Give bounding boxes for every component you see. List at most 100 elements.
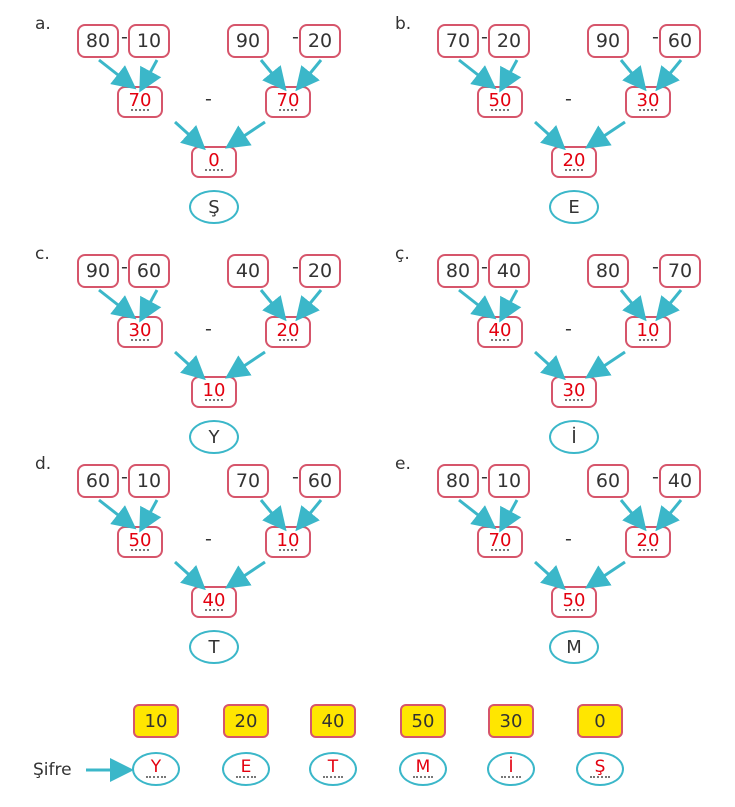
number-value: 60 [667, 30, 693, 52]
number-box: 20 [299, 24, 341, 58]
minus-sign: - [652, 26, 659, 48]
code-letter-oval[interactable]: İ [487, 752, 535, 786]
number-box: 40 [488, 254, 530, 288]
number-box: 70 [659, 254, 701, 288]
minus-sign: - [121, 466, 128, 488]
arrow-icon [139, 289, 162, 323]
answer-box[interactable]: 50 [117, 526, 163, 558]
key-number-box: 40 [310, 704, 356, 738]
number-value: 90 [235, 30, 261, 52]
key-number: 10 [144, 710, 168, 732]
arrow-icon [499, 499, 522, 533]
answer-dots [491, 339, 509, 341]
result-box[interactable]: 10 [191, 376, 237, 408]
result-box[interactable]: 40 [191, 586, 237, 618]
arrow-icon [585, 120, 626, 149]
arrows [98, 58, 323, 151]
result-dots [205, 609, 223, 611]
arrow-icon [585, 350, 626, 379]
arrow-icon [259, 289, 287, 322]
minus-sign: - [565, 318, 572, 340]
arrow-icon [655, 59, 683, 92]
number-box: 70 [227, 464, 269, 498]
result-box[interactable]: 0 [191, 146, 237, 178]
result-value: 30 [562, 380, 586, 401]
answer-dots [279, 109, 297, 111]
result-value: 0 [208, 150, 220, 171]
answer-value: 50 [128, 530, 152, 551]
code-letter-oval[interactable]: Y [132, 752, 180, 786]
answer-box[interactable]: 10 [265, 526, 311, 558]
arrow-icon [458, 58, 497, 90]
arrow-icon [295, 499, 323, 532]
minus-sign: - [292, 466, 299, 488]
arrow-icon [619, 499, 647, 532]
number-value: 80 [595, 260, 621, 282]
arrow-icon [225, 120, 266, 149]
result-dots [565, 169, 583, 171]
minus-sign: - [565, 88, 572, 110]
result-dots [565, 399, 583, 401]
answer-box[interactable]: 30 [625, 86, 671, 118]
arrow-icon [98, 498, 137, 530]
answer-dots [639, 109, 657, 111]
arrows [458, 498, 683, 591]
number-box: 90 [227, 24, 269, 58]
arrows [458, 288, 683, 381]
answer-value: 10 [636, 320, 660, 341]
arrow-icon [139, 59, 162, 93]
answer-box[interactable]: 10 [625, 316, 671, 348]
arrow-icon [655, 289, 683, 322]
result-box[interactable]: 50 [551, 586, 597, 618]
number-box: 80 [437, 254, 479, 288]
number-box: 80 [437, 464, 479, 498]
number-value: 20 [496, 30, 522, 52]
puzzle-label: c. [35, 244, 50, 264]
key-number: 0 [594, 710, 606, 732]
letter-value: M [566, 636, 582, 658]
answer-dots [131, 339, 149, 341]
answer-box[interactable]: 20 [625, 526, 671, 558]
answer-value: 70 [488, 530, 512, 551]
answer-dots [639, 549, 657, 551]
result-dots [205, 169, 223, 171]
letter-oval: T [189, 630, 239, 664]
answer-value: 50 [488, 90, 512, 111]
code-letter-oval[interactable]: T [309, 752, 357, 786]
puzzle-label: a. [35, 14, 51, 34]
minus-sign: - [481, 466, 488, 488]
answer-box[interactable]: 70 [265, 86, 311, 118]
arrow-icon [499, 59, 522, 93]
arrow-icon [259, 59, 287, 92]
number-value: 80 [445, 470, 471, 492]
code-letter-oval[interactable]: Ş [576, 752, 624, 786]
letter-oval: E [549, 190, 599, 224]
result-value: 10 [202, 380, 226, 401]
arrow-icon [499, 289, 522, 323]
answer-dots [279, 549, 297, 551]
code-letter: T [327, 757, 339, 777]
arrow-icon [458, 288, 497, 320]
code-letter: Y [150, 757, 162, 777]
answer-dots [639, 339, 657, 341]
answer-dots [131, 109, 149, 111]
code-dots [146, 776, 166, 778]
code-letter-oval[interactable]: E [222, 752, 270, 786]
result-box[interactable]: 20 [551, 146, 597, 178]
arrow-icon [619, 289, 647, 322]
letter-value: İ [571, 426, 577, 448]
code-dots [413, 776, 433, 778]
code-letter-oval[interactable]: M [399, 752, 447, 786]
number-box: 40 [227, 254, 269, 288]
result-box[interactable]: 30 [551, 376, 597, 408]
number-value: 20 [307, 260, 333, 282]
code-letter: Ş [594, 757, 606, 777]
minus-sign: - [205, 88, 212, 110]
code-dots [590, 776, 610, 778]
number-box: 10 [488, 464, 530, 498]
number-box: 80 [77, 24, 119, 58]
answer-box[interactable]: 20 [265, 316, 311, 348]
number-value: 80 [85, 30, 111, 52]
